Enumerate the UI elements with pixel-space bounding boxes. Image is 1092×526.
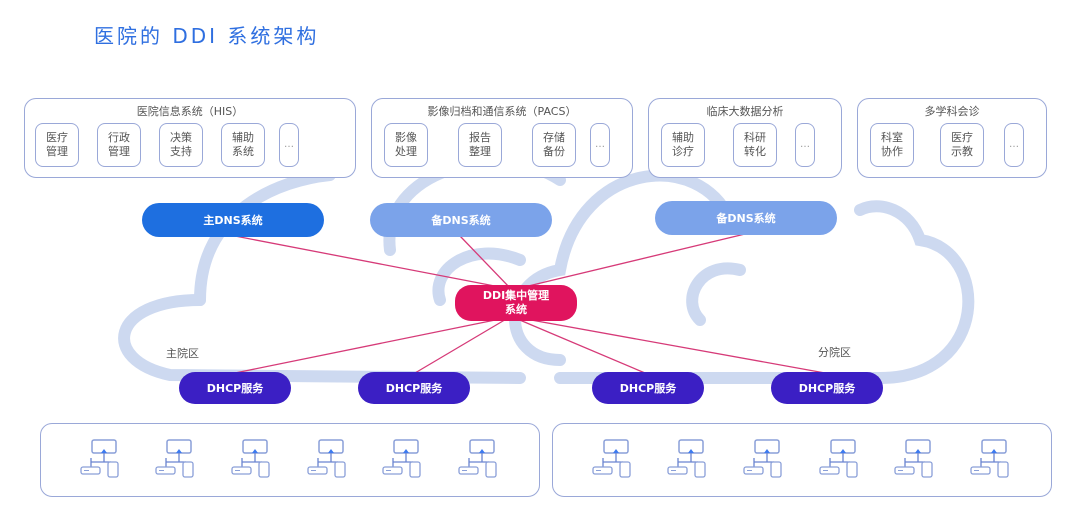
network-devices-icon: [231, 439, 270, 478]
network-devices-icon: [155, 439, 195, 478]
module-box[interactable]: 科室 协作: [870, 123, 914, 167]
dhcp-service-node[interactable]: DHCP服务: [179, 372, 291, 404]
backup-dns-node-2[interactable]: 备DNS系统: [655, 201, 837, 235]
module-box[interactable]: 报告 整理: [458, 123, 502, 167]
network-devices-icon: [592, 439, 631, 478]
connection-lines: [234, 233, 826, 374]
network-devices-icon: [307, 439, 346, 478]
network-devices-icon: [743, 439, 782, 478]
network-devices-icon: [667, 439, 707, 478]
link-dhcp-2: [414, 317, 509, 374]
primary-dns-node[interactable]: 主DNS系统: [142, 203, 324, 237]
app-group-his: 医院信息系统（HIS） 医疗 管理 行政 管理 决策 支持 辅助 系统 …: [24, 98, 356, 178]
module-box[interactable]: 影像 处理: [384, 123, 428, 167]
network-devices-icon: [819, 439, 858, 478]
module-box[interactable]: 存储 备份: [532, 123, 576, 167]
dhcp-service-node[interactable]: DHCP服务: [771, 372, 883, 404]
dhcp-service-node[interactable]: DHCP服务: [358, 372, 470, 404]
group-title: 影像归档和通信系统（PACS）: [427, 105, 577, 118]
network-devices-icon: [80, 439, 119, 478]
link-backup-dns-2: [519, 233, 746, 289]
network-devices-icon: [894, 439, 934, 478]
link-dhcp-3: [514, 317, 646, 374]
dhcp-service-node[interactable]: DHCP服务: [592, 372, 704, 404]
link-backup-dns-1: [459, 235, 511, 289]
more-modules[interactable]: …: [590, 123, 610, 167]
app-group-pacs: 影像归档和通信系统（PACS） 影像 处理 报告 整理 存储 备份 …: [371, 98, 633, 178]
branch-lan-group: [552, 423, 1052, 497]
module-box[interactable]: 科研 转化: [733, 123, 777, 167]
main-lan-group: [40, 423, 540, 497]
network-devices-icon: [382, 439, 422, 478]
more-modules[interactable]: …: [1004, 123, 1024, 167]
group-title: 多学科会诊: [924, 105, 980, 118]
group-title: 医院信息系统（HIS）: [136, 105, 244, 118]
network-devices-icon: [458, 439, 497, 478]
module-box[interactable]: 辅助 系统: [221, 123, 265, 167]
backup-dns-node-1[interactable]: 备DNS系统: [370, 203, 552, 237]
app-group-mdt: 多学科会诊 科室 协作 医疗 示教 …: [857, 98, 1047, 178]
module-box[interactable]: 决策 支持: [159, 123, 203, 167]
module-box[interactable]: 辅助 诊疗: [661, 123, 705, 167]
ddi-center-label: DDI集中管理 系统: [482, 289, 550, 316]
branch-zone-label: 分院区: [818, 346, 851, 359]
group-title: 临床大数据分析: [706, 105, 784, 118]
ddi-center-node[interactable]: DDI集中管理 系统: [455, 285, 577, 321]
more-modules[interactable]: …: [795, 123, 815, 167]
module-box[interactable]: 医疗 管理: [35, 123, 79, 167]
more-modules[interactable]: …: [279, 123, 299, 167]
app-group-clinical-big-data: 临床大数据分析 辅助 诊疗 科研 转化 …: [648, 98, 842, 178]
link-primary-dns: [234, 235, 506, 289]
main-zone-label: 主院区: [166, 347, 199, 360]
page-title: 医院的 DDI 系统架构: [94, 24, 320, 48]
link-dhcp-1: [234, 317, 506, 374]
link-dhcp-4: [519, 317, 826, 374]
module-box[interactable]: 行政 管理: [97, 123, 141, 167]
network-devices-icon: [970, 439, 1009, 478]
module-box[interactable]: 医疗 示教: [940, 123, 984, 167]
